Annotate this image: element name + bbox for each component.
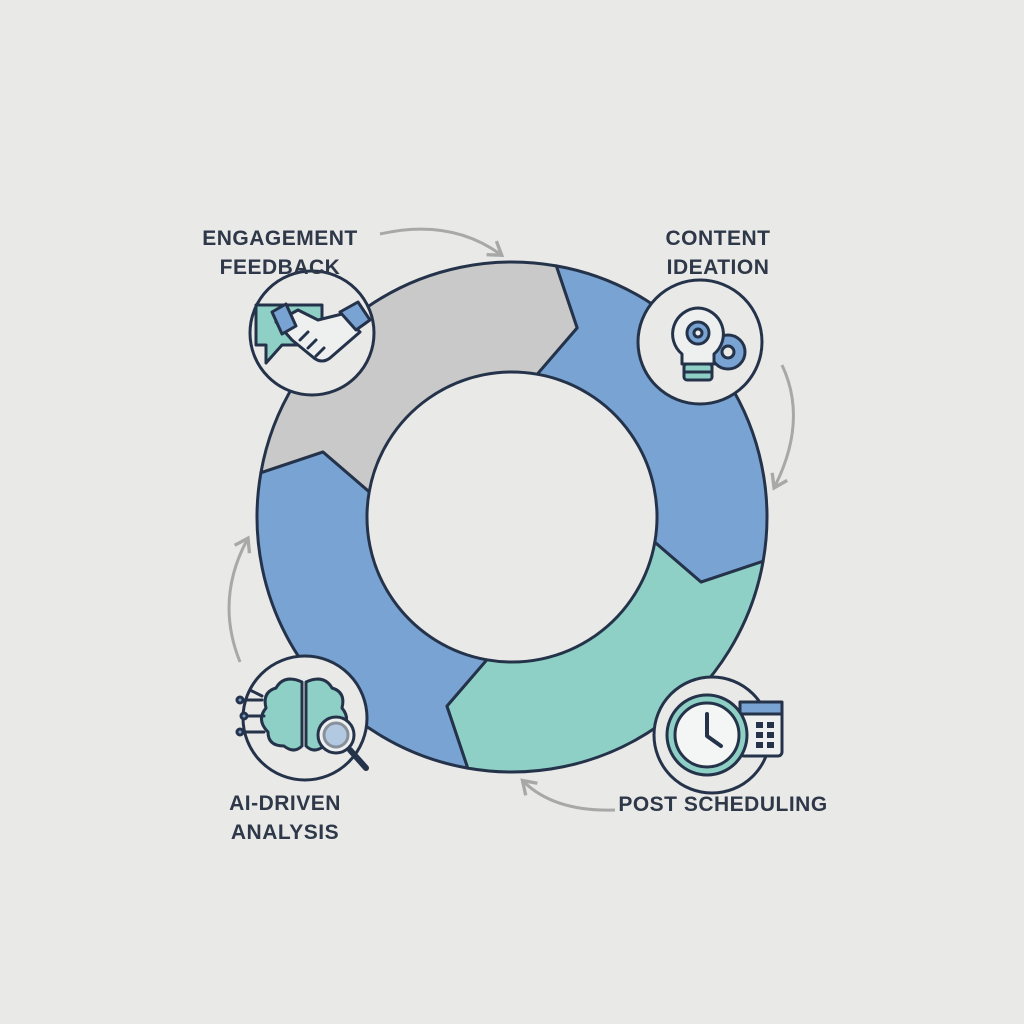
label-content-ideation: CONTENT IDEATION [638,224,798,282]
label-ai-driven-analysis: AI-DRIVEN ANALYSIS [200,789,370,847]
label-line: ANALYSIS [230,821,340,844]
connector-arrow-scheduling-to-analysis [520,778,616,812]
connector-arrow-analysis-to-feedback [227,535,252,663]
brain-magnifier-icon [235,654,369,782]
label-line: ENGAGEMENT [202,227,358,250]
connector-arrow-ideation-to-scheduling [770,364,795,491]
connector-arrow-feedback-to-ideation [379,227,505,257]
lightbulb-gear-icon [636,278,764,406]
clock-calendar-icon [652,675,784,795]
label-line: AI-DRIVEN [229,792,341,815]
label-line: POST SCHEDULING [618,793,828,816]
handshake-chat-icon [248,269,376,397]
label-post-scheduling: POST SCHEDULING [608,790,838,819]
ring-segment-post-scheduling [445,540,765,774]
label-line: FEEDBACK [219,256,341,279]
label-engagement-feedback: ENGAGEMENT FEEDBACK [190,224,370,282]
label-line: IDEATION [666,256,770,279]
label-line: CONTENT [665,227,771,250]
